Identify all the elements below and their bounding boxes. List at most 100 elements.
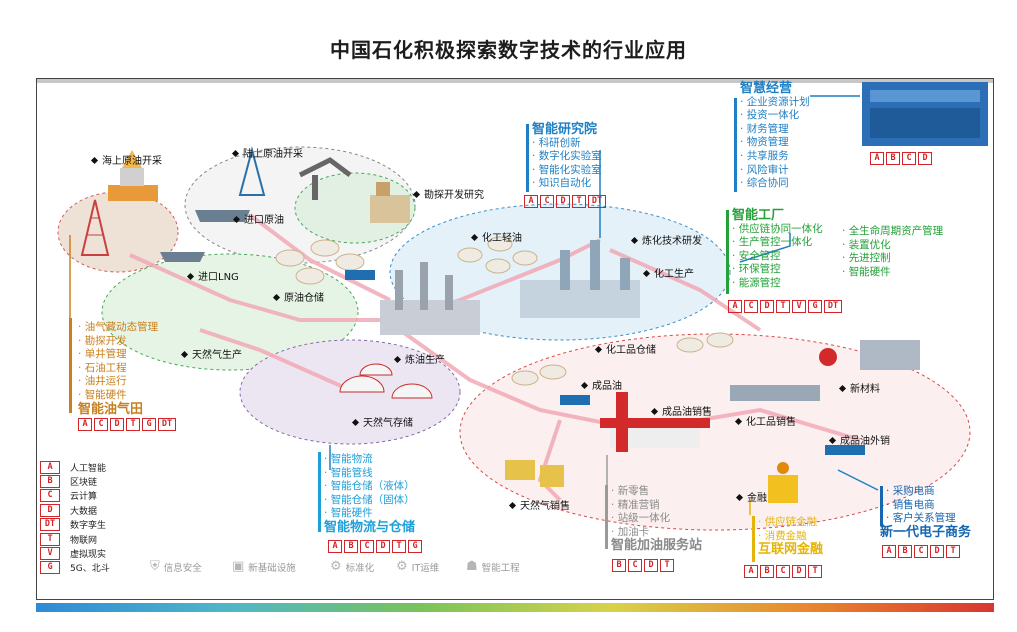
label-refining-research: 炼化技术研发 bbox=[630, 232, 702, 247]
badge: B bbox=[344, 540, 358, 553]
storage-tanks bbox=[275, 236, 734, 386]
worker-icon: ☗ bbox=[466, 559, 478, 574]
badge: V bbox=[792, 300, 806, 313]
badge: T bbox=[808, 565, 822, 578]
label-chem-production: 化工生产 bbox=[642, 265, 694, 280]
station-item: 精准营销 bbox=[611, 499, 702, 513]
station-bar bbox=[605, 485, 608, 549]
it-gear-icon: ⚙ bbox=[396, 559, 408, 574]
legend-label: 大数据 bbox=[70, 506, 98, 517]
operation-item: 物资管理 bbox=[740, 136, 810, 150]
factory-item: 供应链协同一体化 bbox=[732, 223, 823, 237]
operation-item: 投资一体化 bbox=[740, 109, 810, 123]
badge: A bbox=[328, 540, 342, 553]
badge: C bbox=[628, 559, 642, 572]
badge: D bbox=[792, 565, 806, 578]
logistics-item: 智能管线 bbox=[324, 467, 415, 481]
factory-block-col2: 全生命周期资产管理 装置优化 先进控制 智能硬件 bbox=[842, 225, 944, 280]
research-block: 智能研究院 科研创新 数字化实验室 智能化实验室 知识自动化 bbox=[532, 123, 602, 191]
badge: A bbox=[870, 152, 884, 165]
logistics-item: 智能仓储（固体） bbox=[324, 494, 415, 508]
legend-code: T bbox=[40, 532, 60, 546]
fin-block: 供应链金融 消费金融 互联网金融 bbox=[758, 516, 823, 557]
operation-item: 综合协同 bbox=[740, 177, 810, 191]
ecommerce-bar bbox=[880, 486, 883, 526]
label-exploration: 勘探开发研究 bbox=[412, 186, 484, 201]
bottom-label: 新基础设施 bbox=[248, 562, 296, 574]
badge: C bbox=[94, 418, 108, 431]
ecommerce-title-wrap: 新一代电子商务 bbox=[880, 526, 971, 540]
label-refining: 炼油生产 bbox=[393, 351, 445, 366]
badge: A bbox=[744, 565, 758, 578]
label-product-oil-export: 成品油外销 bbox=[828, 432, 890, 447]
badge: B bbox=[760, 565, 774, 578]
label-gas-sales: 天然气销售 bbox=[508, 497, 570, 512]
oilfield-block: 油气藏动态管理 勘探开发 单井管理 石油工程 油井运行 智能硬件 智能油气田 bbox=[78, 321, 158, 416]
label-gas-storage: 天然气存储 bbox=[351, 414, 413, 429]
research-item: 智能化实验室 bbox=[532, 164, 602, 178]
label-finance: 金融 bbox=[735, 489, 767, 504]
label-product-oil-sales: 成品油销售 bbox=[650, 403, 712, 418]
factory-item: 智能硬件 bbox=[842, 266, 943, 280]
label-import-crude: 进口原油 bbox=[232, 211, 284, 226]
operation-bar bbox=[734, 98, 737, 192]
badge: C bbox=[360, 540, 374, 553]
research-badges: A C D T DT bbox=[524, 195, 606, 208]
page-title: 中国石化积极探索数字技术的行业应用 bbox=[330, 38, 687, 62]
gas-sales-illustration bbox=[505, 460, 564, 487]
legend-code: A bbox=[40, 460, 60, 474]
badge: T bbox=[776, 300, 790, 313]
upstream-zone bbox=[101, 253, 359, 371]
fin-item: 供应链金融 bbox=[758, 516, 823, 530]
badge: A bbox=[78, 418, 92, 431]
logistics-item: 智能硬件 bbox=[324, 507, 415, 521]
bottom-item-security: ⛨信息安全 bbox=[150, 559, 202, 574]
infrastructure-icon: ▣ bbox=[232, 559, 245, 574]
oilfield-item: 石油工程 bbox=[78, 362, 158, 376]
badge: D bbox=[930, 545, 944, 558]
oilfield-item: 油气藏动态管理 bbox=[78, 321, 159, 335]
logistics-item: 智能物流 bbox=[324, 453, 415, 467]
bottom-gradient-bar bbox=[36, 603, 994, 612]
oilfield-item: 智能硬件 bbox=[78, 389, 158, 403]
factory-item: 安全管控 bbox=[732, 250, 823, 264]
label-chem-sales: 化工品销售 bbox=[734, 413, 796, 428]
legend-row: D 大数据 bbox=[40, 503, 110, 517]
ecommerce-item: 采购电商 bbox=[886, 485, 956, 499]
factory-item: 先进控制 bbox=[842, 252, 943, 266]
factory-item: 生产管控一体化 bbox=[732, 236, 823, 250]
bottom-item-engineering: ☗智能工程 bbox=[466, 559, 520, 574]
fin-badges: A B C D T bbox=[744, 565, 822, 578]
ecommerce-block: 采购电商 销售电商 客户关系管理 bbox=[886, 485, 956, 526]
legend-code: D bbox=[40, 503, 60, 517]
factory-item: 全生命周期资产管理 bbox=[842, 225, 944, 239]
badge: T bbox=[572, 195, 586, 208]
badge: A bbox=[524, 195, 538, 208]
legend-code: C bbox=[40, 489, 60, 503]
bottom-item-standard: ⚙标准化 bbox=[330, 559, 374, 574]
station-block: 新零售 精准营销 站级一体化 加油卡 智能加油服务站 bbox=[611, 485, 702, 553]
chemical-plant-illustration bbox=[520, 240, 640, 318]
offshore-zone bbox=[57, 191, 179, 273]
legend-label: 云计算 bbox=[70, 492, 98, 503]
station-badges: B C D T bbox=[612, 559, 674, 572]
research-item: 数字化实验室 bbox=[532, 150, 602, 164]
badge: G bbox=[808, 300, 822, 313]
factory-block: 智能工厂 供应链协同一体化 生产管控一体化 安全管控 环保管控 能源管控 bbox=[732, 209, 823, 291]
bottom-item-infrastructure: ▣新基础设施 bbox=[232, 559, 296, 574]
label-onshore: 陆上原油开采 bbox=[231, 145, 303, 160]
badge: B bbox=[886, 152, 900, 165]
factory-item: 能源管控 bbox=[732, 277, 823, 291]
logistics-item: 智能仓储（液体） bbox=[324, 480, 415, 494]
station-item: 加油卡 bbox=[611, 526, 702, 540]
bottom-label: IT运维 bbox=[411, 562, 440, 574]
offshore-platform-illustration bbox=[108, 150, 158, 201]
onshore-rig-illustration bbox=[238, 146, 352, 200]
legend-code: V bbox=[40, 547, 60, 561]
logistics-badges: A B C D T G bbox=[328, 540, 422, 553]
oilfield-badges: A C D T G DT bbox=[78, 418, 176, 431]
